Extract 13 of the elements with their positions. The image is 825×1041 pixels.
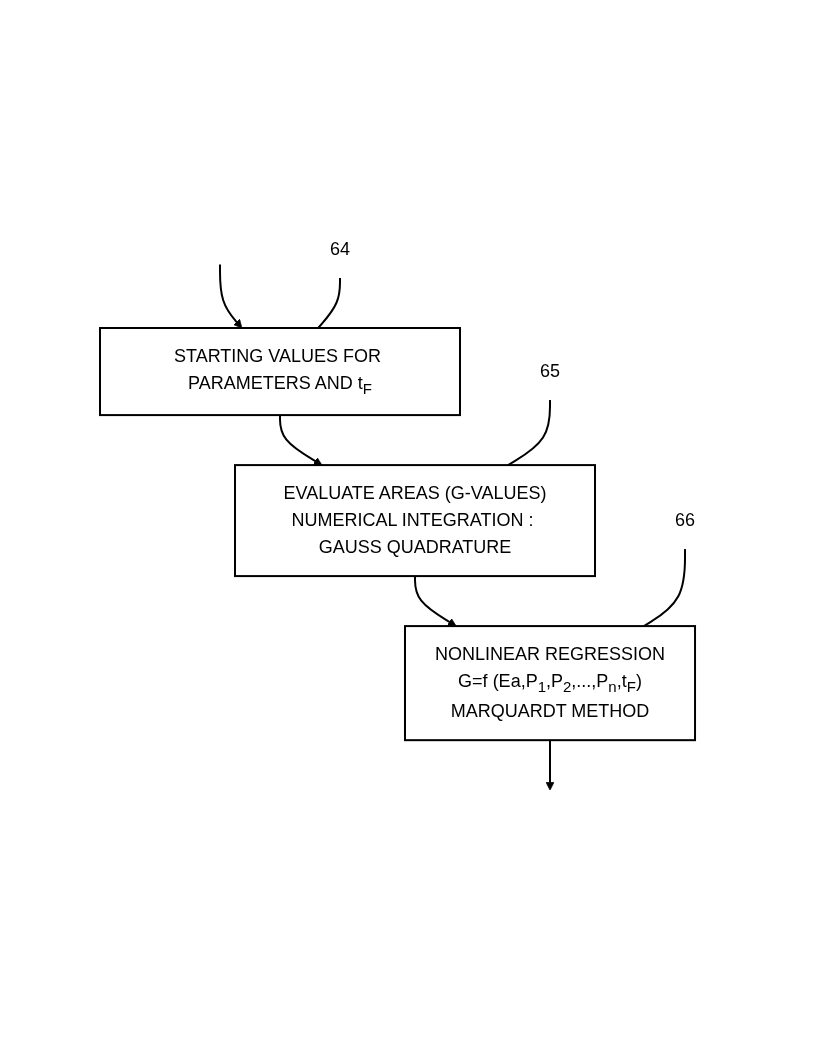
node-text: 64 [329, 238, 351, 259]
connector [507, 398, 551, 466]
arrow [219, 263, 243, 329]
arrow [279, 414, 323, 466]
node-box: STARTING VALUES FOR PARAMETERS AND t$_{F}$ [99, 326, 461, 416]
node-box: NONLINEAR REGRESSION G=f (Ea,P$_{1}$,P$_{2}$,...,P$_{n}$,t$_{F}$) MARQUARDT METHOD [403, 625, 696, 742]
connector [317, 276, 341, 329]
arrow [414, 575, 457, 627]
arrow [545, 739, 555, 791]
node-box: EVALUATE AREAS (G-VALUES) NUMERICAL INTEGRATION : GAUSS QUADRATURE [234, 464, 596, 577]
node-text: 66 [674, 509, 696, 530]
connector [642, 548, 686, 627]
node-text: 65 [539, 360, 561, 381]
